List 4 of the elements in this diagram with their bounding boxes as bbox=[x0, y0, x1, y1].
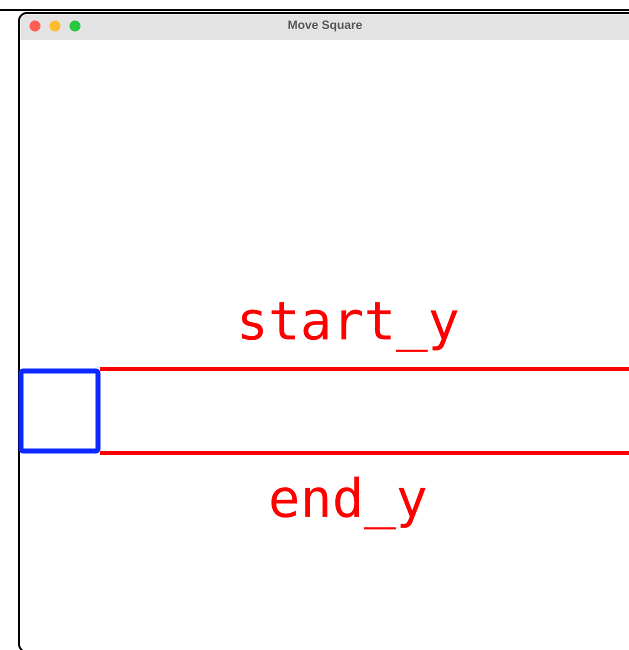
coordinate-label: start_y bbox=[242, 302, 458, 352]
window-title: Move Square bbox=[288, 20, 362, 32]
coordinate-label: end_y bbox=[271, 476, 426, 530]
square bbox=[18, 368, 100, 454]
